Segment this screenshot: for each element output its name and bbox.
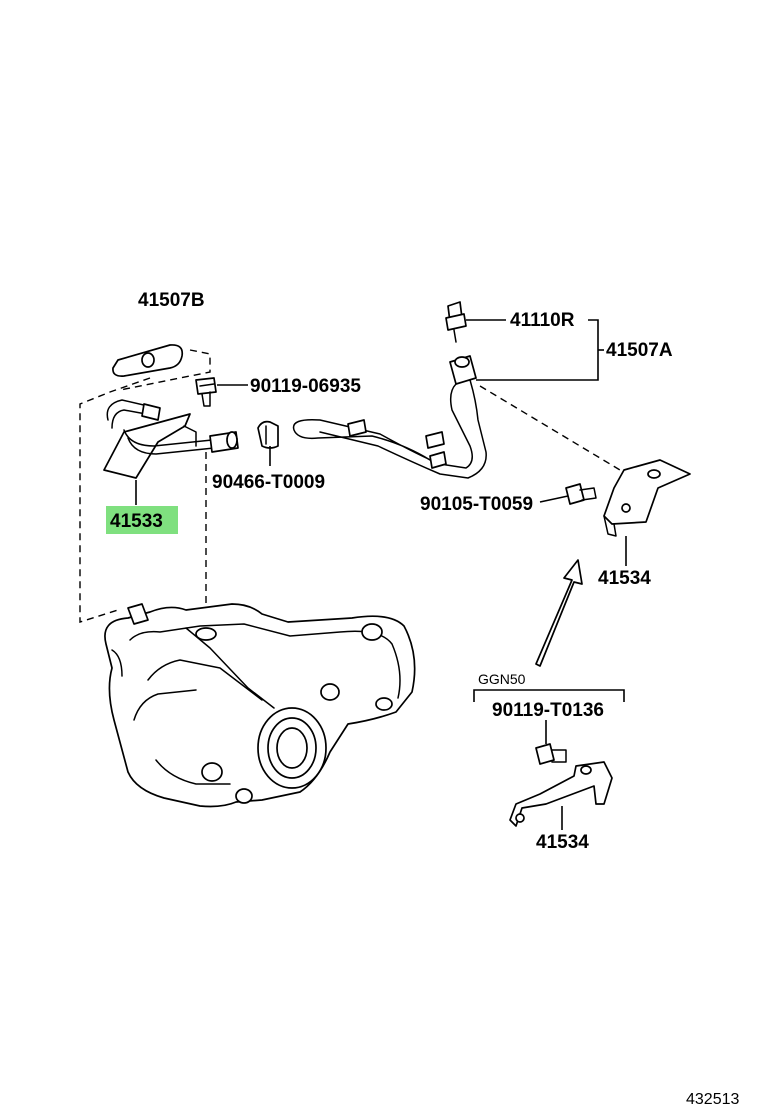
label-41534-upper[interactable]: 41534 bbox=[598, 568, 651, 589]
bolt-90105-t0059[interactable] bbox=[565, 483, 597, 505]
label-41110r[interactable]: 41110R bbox=[510, 310, 575, 331]
diagram-reference-number: 432513 bbox=[686, 1091, 739, 1108]
leader-90105 bbox=[539, 495, 569, 503]
bolt-90119-t0136[interactable] bbox=[535, 743, 567, 765]
bracket-41534-upper[interactable] bbox=[603, 459, 691, 537]
label-90119-06935[interactable]: 90119-06935 bbox=[250, 376, 361, 397]
label-90105-t0059[interactable]: 90105-T0059 bbox=[420, 494, 533, 515]
breather-plug-41110r[interactable] bbox=[445, 301, 467, 343]
guide-line-bracket bbox=[479, 385, 621, 471]
hose-41507b[interactable] bbox=[112, 344, 184, 377]
differential-housing bbox=[104, 603, 416, 808]
bolt-90119-06935[interactable] bbox=[195, 377, 217, 407]
label-41507a[interactable]: 41507A bbox=[606, 340, 673, 361]
pipe-41533[interactable] bbox=[103, 399, 239, 479]
label-90466-t0009[interactable]: 90466-T0009 bbox=[212, 472, 325, 493]
bracket-ggn50 bbox=[473, 689, 625, 702]
guide-line-hose-2 bbox=[119, 349, 211, 391]
arrow-indicator bbox=[535, 559, 583, 667]
label-41534-lower[interactable]: 41534 bbox=[536, 832, 589, 853]
label-41533[interactable]: 41533 bbox=[110, 511, 163, 532]
guide-line-hose bbox=[79, 377, 151, 623]
label-41507b[interactable]: 41507B bbox=[138, 290, 205, 311]
clip-90466-t0009[interactable] bbox=[257, 420, 279, 449]
hose-pipe-41507a[interactable] bbox=[292, 355, 487, 479]
label-ggn50: GGN50 bbox=[478, 671, 526, 687]
label-90119-t0136[interactable]: 90119-T0136 bbox=[492, 700, 604, 721]
bracket-41534-lower[interactable] bbox=[509, 761, 613, 827]
highlight-41533 bbox=[106, 506, 178, 534]
